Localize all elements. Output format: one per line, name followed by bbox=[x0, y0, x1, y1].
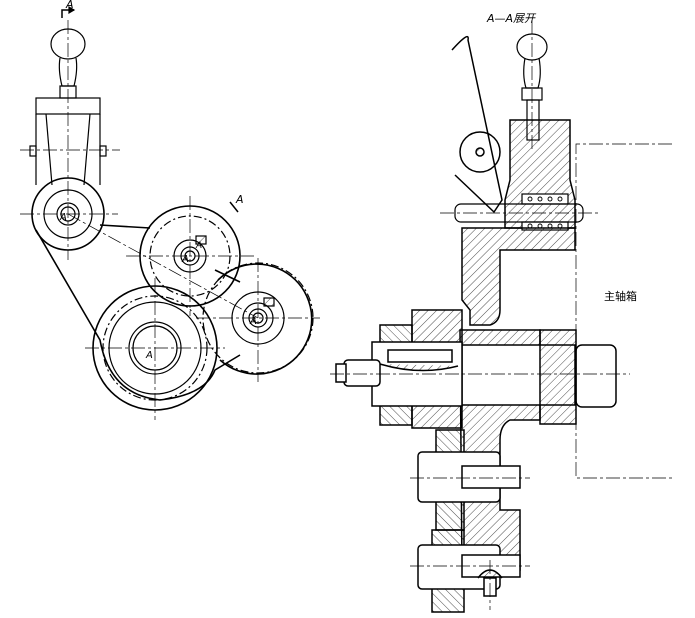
handle-housing bbox=[29, 97, 107, 186]
center-label-5: A bbox=[195, 241, 202, 251]
center-label-1: A bbox=[59, 212, 67, 223]
section-label-mid: A bbox=[235, 193, 244, 206]
swing-plate bbox=[451, 35, 503, 214]
center-label-4: A bbox=[145, 350, 153, 361]
spindle-box-outline bbox=[575, 143, 672, 479]
lower-gear-block-1 bbox=[417, 429, 521, 531]
center-lines-left bbox=[20, 20, 320, 420]
center-label-3: A bbox=[249, 316, 257, 327]
left-gear-block bbox=[335, 309, 463, 429]
section-marker-mid: A bbox=[229, 193, 244, 213]
upper-body bbox=[504, 119, 576, 229]
center-lines-right bbox=[330, 20, 630, 610]
center-label-2: A bbox=[181, 254, 189, 265]
section-label-top: A bbox=[65, 0, 74, 11]
section-title: A—A展开 bbox=[486, 12, 537, 25]
section-view: A—A展开 bbox=[330, 12, 672, 613]
spindle-box-label: 主轴箱 bbox=[604, 289, 637, 303]
front-view: A bbox=[20, 0, 320, 420]
main-bracket bbox=[461, 227, 576, 326]
lower-gear-block-2 bbox=[417, 529, 521, 613]
lever-body bbox=[35, 224, 241, 401]
section-marker-top: A bbox=[61, 0, 76, 18]
